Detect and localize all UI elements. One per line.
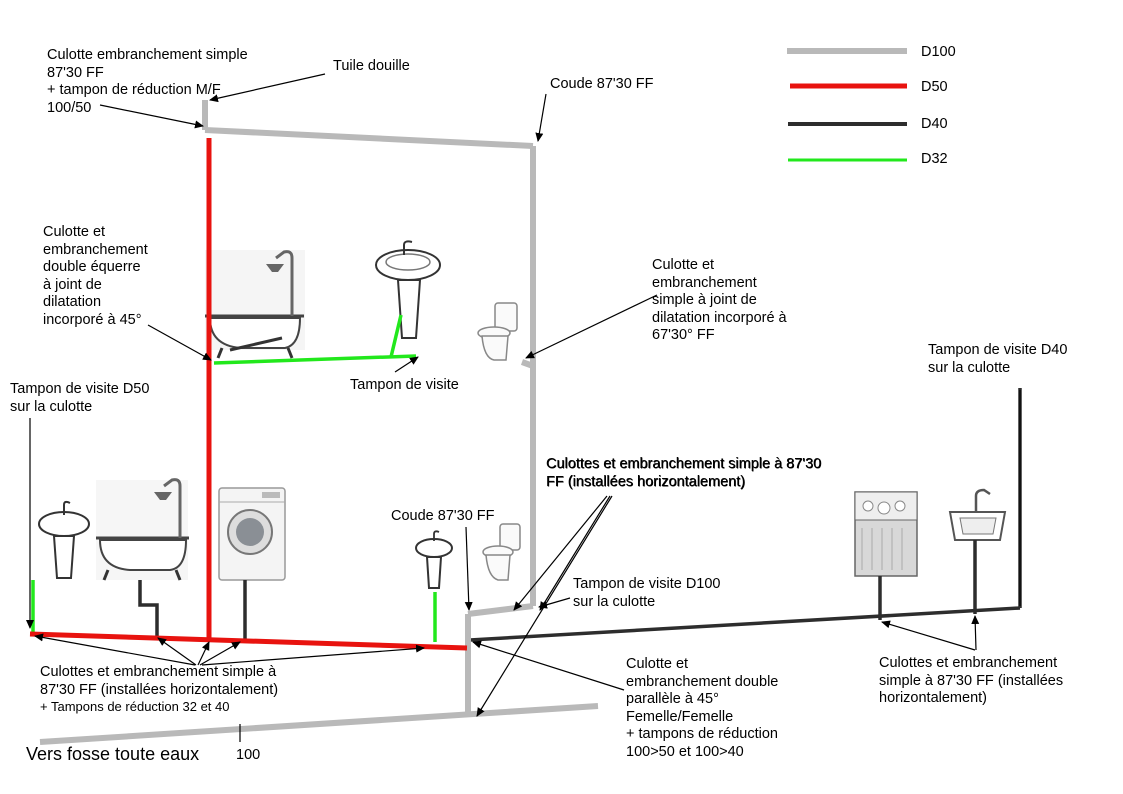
label-tampon-d50: Tampon de visite D50 sur la culotte [10,381,150,415]
toilet-lower-icon [482,523,521,581]
washbasin-lower-mid-icon [415,530,453,589]
label-culottes-horiz-mid: Culottes et embranchement simple à 87'30… [546,456,822,490]
label-fosse: Vers fosse toute eaux [26,744,200,764]
label-d100-size: 100 [236,747,261,763]
kitchen-sink-icon [948,488,1007,541]
toilet-upper-icon [477,302,518,361]
label-coude-mid: Coude 87'30 FF [391,508,495,524]
dishwasher-icon [854,491,918,577]
label-culotte-simple-joint: Culotte et embranchement simple à joint … [652,257,787,343]
label-tampon-visite: Tampon de visite [350,377,459,393]
legend-d50-label: D50 [921,79,948,95]
d50-pipes [29,138,468,651]
bathtub-lower-icon [96,478,189,581]
legend-d100-label: D100 [921,44,956,60]
washing-machine-icon [218,487,286,581]
washbasin-upper-icon [375,240,441,339]
label-culotte-double-parallele: Culotte et embranchement double parallèl… [626,656,779,760]
label-tampon-d40: Tampon de visite D40 sur la culotte [928,342,1068,376]
d100-pipes [39,100,599,745]
legend-d40-label: D40 [921,116,948,132]
label-coude-top: Coude 87'30 FF [550,76,654,92]
label-tampons-reduction: + Tampons de réduction 32 et 40 [40,699,230,714]
washbasin-lower-left-icon [38,500,90,579]
label-culottes-left-bottom: Culottes et embranchement simple à 87'30… [40,664,279,698]
bathtub-upper-icon [205,250,305,359]
label-tampon-d100: Tampon de visite D100 sur la culotte [573,576,721,610]
label-culotte-double-equerre: Culotte et embranchement double équerre … [43,224,148,328]
annotation-arrows [26,73,1021,742]
legend-d32-label: D32 [921,151,948,167]
label-culotte-top: Culotte embranchement simple 87'30 FF + … [47,47,248,116]
label-tuile-douille: Tuile douille [333,58,410,74]
label-culottes-right-bottom: Culottes et embranchement simple à 87'30… [879,655,1064,706]
d32-pipes [31,314,437,642]
legend [787,48,907,162]
